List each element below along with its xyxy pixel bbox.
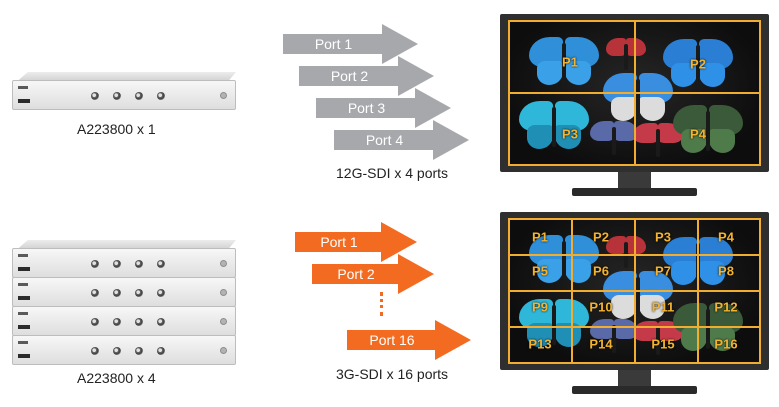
panel-label: P11 — [651, 299, 675, 315]
monitor-screen: P1 P2 P3 P4 — [508, 20, 761, 166]
port-label: Port 1 — [314, 36, 353, 52]
tile-grid-2x2 — [508, 20, 761, 166]
panel-label: P13 — [528, 336, 552, 352]
panel-label: P2 — [593, 229, 609, 245]
bnc-connector-icon — [113, 92, 121, 100]
monitor-top: P1 P2 P3 P4 — [500, 14, 769, 200]
monitor-screen: P1 P2 P3 P4 P5 P6 P7 P8 P9 P10 P11 P12 P… — [508, 218, 761, 364]
port-label: Port 1 — [320, 234, 358, 250]
tile-grid-4x4 — [508, 218, 761, 364]
port-arrow: Port 1 — [295, 222, 417, 262]
port-label: Port 2 — [337, 266, 375, 282]
panel-label: P1 — [532, 229, 548, 245]
panel-label: P12 — [714, 299, 738, 315]
signal-caption-bottom: 3G-SDI x 16 ports — [336, 366, 449, 382]
port-arrow: Port 4 — [334, 120, 469, 160]
bnc-connector-icon — [157, 92, 165, 100]
monitor-bottom: P1 P2 P3 P4 P5 P6 P7 P8 P9 P10 P11 P12 P… — [500, 212, 769, 398]
port-label: Port 3 — [347, 100, 386, 116]
panel-label: P1 — [562, 54, 578, 70]
panel-label: P6 — [593, 263, 609, 279]
panel-label: P4 — [718, 229, 734, 245]
panel-label: P4 — [690, 126, 706, 142]
panel-label: P15 — [651, 336, 675, 352]
ellipsis-dots — [380, 292, 383, 316]
panel-label: P2 — [690, 56, 706, 72]
panel-label: P10 — [589, 299, 613, 315]
port-arrow: Port 1 — [283, 24, 418, 64]
port-label: Port 16 — [369, 332, 415, 348]
panel-label: P5 — [532, 263, 548, 279]
panel-label: P8 — [718, 263, 734, 279]
bnc-connector-icon — [91, 92, 99, 100]
panel-label: P3 — [655, 229, 671, 245]
panel-label: P14 — [589, 336, 613, 352]
rack-unit-single — [12, 72, 236, 114]
port-label: Port 2 — [330, 68, 369, 84]
signal-caption-top: 12G-SDI x 4 ports — [336, 165, 449, 181]
rack-stack-four — [12, 240, 236, 365]
panel-label: P9 — [532, 299, 548, 315]
port-label: Port 4 — [365, 132, 404, 148]
panel-label: P7 — [655, 263, 671, 279]
panel-label: P3 — [562, 126, 578, 142]
panel-label: P16 — [714, 336, 738, 352]
port-arrow: Port 16 — [347, 320, 471, 360]
unit-label-bottom: A223800 x 4 — [77, 370, 156, 386]
unit-label-top: A223800 x 1 — [77, 121, 156, 137]
port-arrow: Port 2 — [312, 254, 434, 294]
bnc-connector-icon — [135, 92, 143, 100]
